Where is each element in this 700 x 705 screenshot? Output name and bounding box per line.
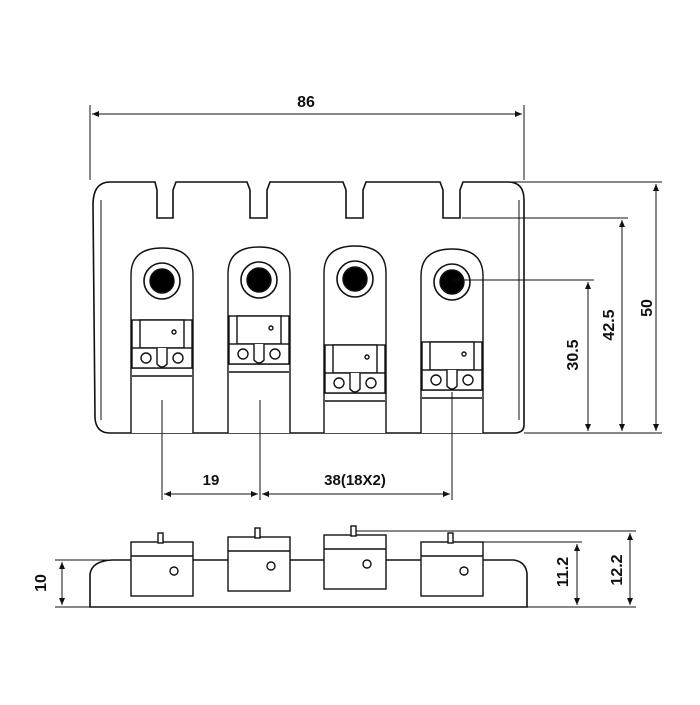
base-plate-outline bbox=[92, 181, 525, 434]
saddle-top bbox=[429, 341, 475, 371]
dim-saddle-height-label: 11.2 bbox=[555, 557, 572, 587]
height-screw-right bbox=[172, 352, 184, 364]
side-saddle-body bbox=[227, 536, 291, 592]
side-saddle-1 bbox=[130, 532, 194, 597]
height-screw-right bbox=[365, 377, 377, 389]
dim-height-total bbox=[505, 181, 662, 434]
dim-slot-height bbox=[462, 217, 628, 431]
side-saddle-screw bbox=[169, 566, 179, 576]
dim-hole-height bbox=[452, 279, 594, 431]
saddle-top bbox=[139, 319, 185, 349]
dim-spacing bbox=[161, 392, 453, 500]
saddle-top bbox=[332, 344, 378, 374]
height-screw-left bbox=[430, 374, 442, 386]
dim-overall-height-label: 12.2 bbox=[609, 554, 626, 585]
saddle-1 bbox=[130, 247, 194, 433]
side-saddle-screw bbox=[459, 566, 469, 576]
string-hole bbox=[246, 267, 272, 293]
string-notch bbox=[156, 348, 168, 368]
adjust-screw bbox=[364, 354, 370, 360]
dim-height-total-label: 50 bbox=[639, 299, 656, 317]
adjust-screw bbox=[171, 329, 177, 335]
string-notch bbox=[446, 370, 458, 390]
height-screw-right bbox=[462, 374, 474, 386]
side-saddle-body bbox=[130, 541, 194, 597]
dim-hole-height-label: 30.5 bbox=[565, 339, 582, 370]
height-screw-left bbox=[237, 348, 249, 360]
saddle-2 bbox=[227, 246, 291, 433]
side-saddle-body bbox=[420, 541, 484, 597]
height-screw-left bbox=[333, 377, 345, 389]
side-saddle-pin bbox=[447, 532, 454, 544]
side-view bbox=[89, 559, 528, 608]
side-saddle-screw bbox=[266, 561, 276, 571]
dim-slot-height-label: 42.5 bbox=[601, 309, 618, 340]
dim-base-height bbox=[55, 559, 112, 608]
side-saddle-4 bbox=[420, 532, 484, 597]
saddle-3 bbox=[323, 245, 387, 433]
string-hole bbox=[149, 268, 175, 294]
dim-side-heights bbox=[356, 530, 636, 608]
dim-edge-spacing-label: 19 bbox=[203, 472, 220, 489]
string-hole bbox=[439, 269, 465, 295]
side-saddle-3 bbox=[323, 525, 387, 590]
saddle-4 bbox=[420, 248, 484, 433]
side-saddle-body bbox=[323, 534, 387, 590]
top-view bbox=[92, 181, 525, 434]
side-base-outline bbox=[89, 559, 528, 608]
saddle-top bbox=[236, 315, 282, 345]
dim-width-total-label: 86 bbox=[297, 94, 315, 111]
height-screw-right bbox=[269, 348, 281, 360]
side-saddle-pin bbox=[350, 525, 357, 537]
string-notch bbox=[253, 344, 265, 364]
side-saddles-group bbox=[130, 525, 484, 597]
dim-base-height-label: 10 bbox=[33, 574, 50, 592]
side-saddle-2 bbox=[227, 527, 291, 592]
side-saddle-pin bbox=[254, 527, 261, 539]
dim-width-total bbox=[89, 105, 525, 180]
saddles-group bbox=[130, 245, 484, 433]
height-screw-left bbox=[140, 352, 152, 364]
adjust-screw bbox=[461, 351, 467, 357]
adjust-screw bbox=[268, 325, 274, 331]
dim-saddle-spacing-label: 38(18X2) bbox=[324, 472, 386, 489]
string-hole bbox=[342, 266, 368, 292]
side-saddle-screw bbox=[362, 559, 372, 569]
string-notch bbox=[349, 373, 361, 393]
side-saddle-pin bbox=[157, 532, 164, 544]
